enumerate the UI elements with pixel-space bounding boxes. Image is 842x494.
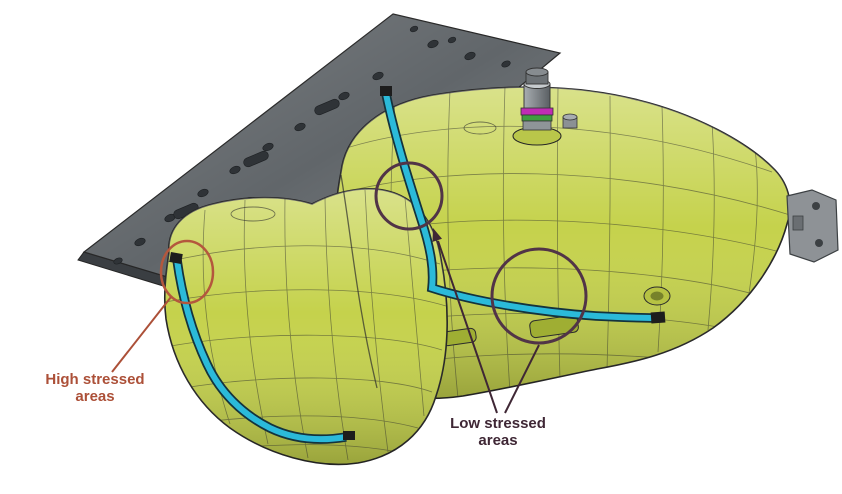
vent-cap bbox=[562, 113, 578, 129]
high-stress-circle bbox=[159, 239, 215, 305]
high-stress-leader-line bbox=[111, 296, 172, 373]
filler-green-ring bbox=[521, 114, 553, 122]
annotations bbox=[111, 161, 588, 414]
strap-fasteners bbox=[169, 86, 666, 440]
high-stress-label-line2: areas bbox=[75, 388, 115, 406]
tank-left-shading bbox=[164, 188, 448, 465]
low-stress-circle-lower bbox=[490, 247, 588, 345]
plate-holes bbox=[113, 25, 511, 265]
low-stress-circle-upper bbox=[374, 161, 444, 231]
tank-straps bbox=[169, 86, 666, 444]
high-stress-label: High stressed areas bbox=[22, 371, 168, 406]
high-stress-label-line1: High stressed bbox=[45, 371, 145, 388]
strap-left bbox=[174, 259, 347, 443]
low-stress-leader-line-right bbox=[504, 344, 540, 414]
tank-left-top-detail bbox=[230, 206, 276, 222]
fuel-tank bbox=[163, 86, 791, 466]
bracket-rib bbox=[792, 215, 804, 231]
filler-magenta-ring bbox=[520, 107, 554, 116]
low-stress-label-line2: areas bbox=[478, 432, 518, 450]
filler-cap-top bbox=[525, 67, 549, 77]
filler-lower-collar bbox=[522, 120, 552, 131]
tank-saddle-crease bbox=[340, 174, 378, 389]
tank-ring-boss-center bbox=[650, 291, 664, 301]
low-stress-leader-line-left bbox=[437, 240, 498, 414]
tank-left-mesh bbox=[164, 189, 447, 461]
strap-middle bbox=[383, 93, 657, 321]
low-stress-arrowhead bbox=[432, 228, 442, 242]
bracket-hole-bottom bbox=[815, 239, 823, 247]
low-stress-label-line1: Low stressed bbox=[450, 415, 546, 432]
low-stress-label: Low stressed areas bbox=[428, 415, 568, 450]
right-bracket bbox=[786, 189, 839, 263]
tank-top-detail bbox=[463, 121, 497, 135]
filler-neck bbox=[512, 67, 562, 146]
bracket-hole-top bbox=[812, 202, 820, 210]
